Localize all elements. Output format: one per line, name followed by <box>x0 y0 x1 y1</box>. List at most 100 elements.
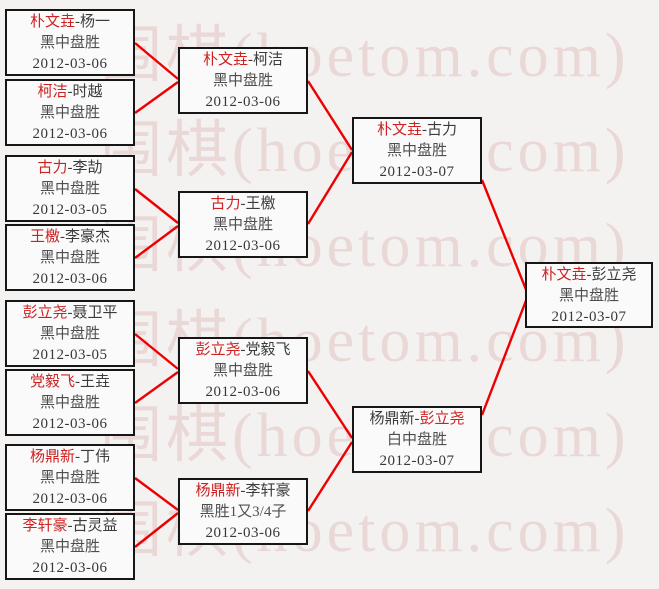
match-players: 杨鼎新-彭立尧 <box>354 409 480 430</box>
players-separator: - <box>414 411 420 427</box>
match-result: 黑中盘胜 <box>386 143 447 159</box>
player-name: 古灵益 <box>72 518 118 534</box>
match-result: 黑中盘胜 <box>39 539 100 555</box>
connector-line <box>134 81 179 114</box>
match-players: 古力-李劼 <box>7 158 133 179</box>
connector-line <box>134 371 179 404</box>
connector-line <box>134 477 179 511</box>
match-date: 2012-03-06 <box>205 525 281 541</box>
player-name: 李劼 <box>72 160 103 176</box>
connector-line <box>480 179 529 293</box>
match-date: 2012-03-07 <box>379 453 455 469</box>
match-players: 朴文垚-杨一 <box>7 12 133 33</box>
match-date: 2012-03-06 <box>205 238 281 254</box>
match-players: 柯洁-时越 <box>7 82 133 103</box>
player-name: 杨鼎新 <box>369 411 415 427</box>
match-date: 2012-03-05 <box>32 202 108 218</box>
match-players: 彭立尧-聂卫平 <box>7 303 133 324</box>
connector-line <box>134 188 179 224</box>
match-box-round-1-4: 王檄-李豪杰黑中盘胜 2012-03-06 <box>5 224 135 291</box>
players-separator: - <box>67 160 73 176</box>
player-name-winner: 杨鼎新 <box>195 483 241 499</box>
player-name: 党毅飞 <box>245 342 291 358</box>
player-name-winner: 朴文垚 <box>29 14 75 30</box>
match-date: 2012-03-06 <box>32 56 108 72</box>
player-name: 李轩豪 <box>245 483 291 499</box>
match-result: 黑胜1又3/4子 <box>199 504 287 520</box>
match-players: 李轩豪-古灵益 <box>7 516 133 537</box>
match-date: 2012-03-06 <box>205 94 281 110</box>
player-name: 聂卫平 <box>72 305 118 321</box>
match-players: 王檄-李豪杰 <box>7 227 133 248</box>
player-name: 彭立尧 <box>591 267 637 283</box>
match-date: 2012-03-06 <box>32 271 108 287</box>
match-date: 2012-03-06 <box>32 126 108 142</box>
match-players: 朴文垚-彭立尧 <box>527 265 651 286</box>
players-separator: - <box>240 196 246 212</box>
player-name-winner: 古力 <box>210 196 241 212</box>
players-separator: - <box>75 374 80 390</box>
match-box-semifinal-2: 杨鼎新-彭立尧白中盘胜 2012-03-07 <box>352 406 482 473</box>
match-date: 2012-03-07 <box>379 164 455 180</box>
match-result: 黑中盘胜 <box>212 217 273 233</box>
match-players: 党毅飞-王垚 <box>7 372 133 393</box>
match-result: 黑中盘胜 <box>39 105 100 121</box>
match-result: 黑中盘胜 <box>39 250 100 266</box>
player-name: 杨一 <box>80 14 111 30</box>
match-players: 彭立尧-党毅飞 <box>180 340 306 361</box>
connector-line <box>134 333 179 370</box>
match-date: 2012-03-06 <box>32 491 108 507</box>
player-name-winner: 李轩豪 <box>22 518 68 534</box>
player-name: 李豪杰 <box>65 229 111 245</box>
match-date: 2012-03-06 <box>205 384 281 400</box>
match-box-round-1-2: 柯洁-时越黑中盘胜 2012-03-06 <box>5 79 135 146</box>
connector-line <box>134 512 179 548</box>
connector-line <box>306 80 354 151</box>
match-result: 黑中盘胜 <box>39 181 100 197</box>
player-name-winner: 柯洁 <box>37 84 68 100</box>
player-name: 王檄 <box>245 196 276 212</box>
player-name-winner: 党毅飞 <box>29 374 75 390</box>
match-result: 黑中盘胜 <box>558 288 619 304</box>
match-result: 黑中盘胜 <box>212 73 273 89</box>
player-name-winner: 彭立尧 <box>419 411 465 427</box>
connector-line <box>480 297 529 416</box>
player-name: 古力 <box>427 122 458 138</box>
player-name-winner: 彭立尧 <box>22 305 68 321</box>
connector-line <box>134 225 179 259</box>
player-name: 丁伟 <box>80 449 111 465</box>
player-name: 王垚 <box>80 374 111 390</box>
players-separator: - <box>422 122 427 138</box>
match-result: 黑中盘胜 <box>39 35 100 51</box>
players-separator: - <box>586 267 592 283</box>
player-name: 时越 <box>72 84 103 100</box>
connector-line <box>134 42 179 80</box>
match-date: 2012-03-05 <box>32 347 108 363</box>
players-separator: - <box>67 518 73 534</box>
players-separator: - <box>67 84 73 100</box>
players-separator: - <box>248 52 253 68</box>
match-box-round-1-8: 李轩豪-古灵益黑中盘胜 2012-03-06 <box>5 513 135 580</box>
match-result: 黑中盘胜 <box>39 470 100 486</box>
match-date: 2012-03-06 <box>32 560 108 576</box>
match-box-round-2-2: 古力-王檄黑中盘胜 2012-03-06 <box>178 191 308 258</box>
match-players: 朴文垚-古力 <box>354 120 480 141</box>
connector-line <box>306 370 354 439</box>
match-players: 古力-王檄 <box>180 194 306 215</box>
match-players: 杨鼎新-李轩豪 <box>180 481 306 502</box>
match-date: 2012-03-06 <box>32 416 108 432</box>
match-box-round-1-3: 古力-李劼黑中盘胜 2012-03-05 <box>5 155 135 222</box>
player-name-winner: 古力 <box>37 160 68 176</box>
players-separator: - <box>240 342 246 358</box>
match-result: 白中盘胜 <box>386 432 447 448</box>
players-separator: - <box>240 483 246 499</box>
match-box-semifinal-1: 朴文垚-古力黑中盘胜 2012-03-07 <box>352 117 482 184</box>
player-name-winner: 朴文垚 <box>376 122 422 138</box>
